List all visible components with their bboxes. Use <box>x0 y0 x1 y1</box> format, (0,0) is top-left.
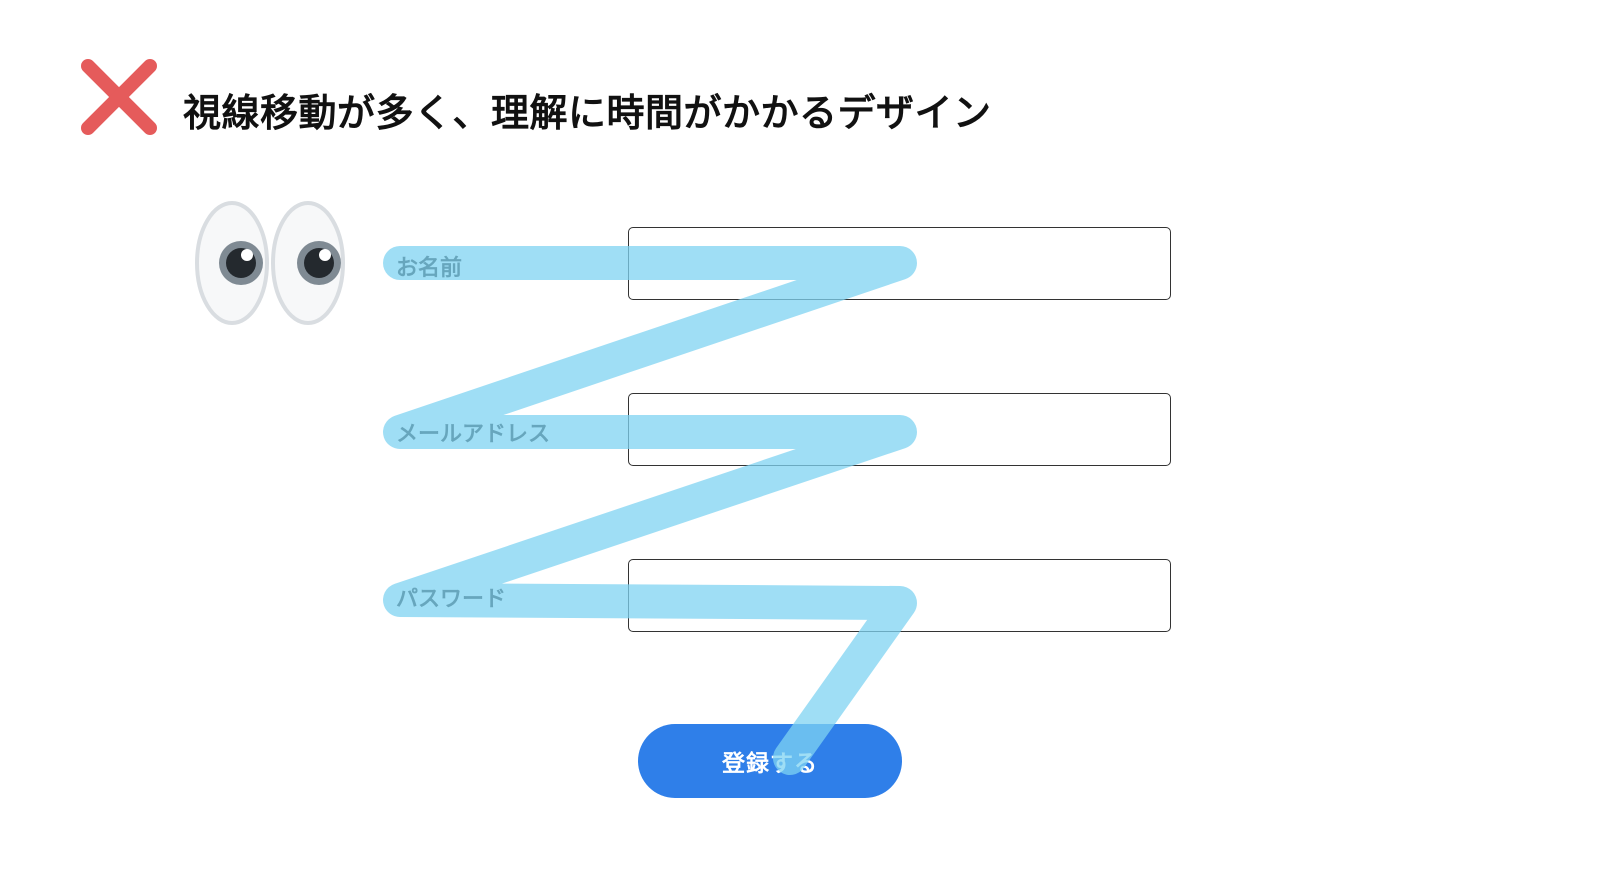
password-input[interactable] <box>628 559 1171 632</box>
email-label: メールアドレス <box>396 422 551 447</box>
password-label: パスワード <box>396 587 507 612</box>
eyes-icon <box>195 201 345 325</box>
page-title: 視線移動が多く、理解に時間がかかるデザイン <box>183 91 992 135</box>
name-label: お名前 <box>396 256 463 281</box>
email-input[interactable] <box>628 393 1171 466</box>
cross-icon <box>81 59 157 135</box>
name-input[interactable] <box>628 227 1171 300</box>
register-button[interactable]: 登録する <box>638 724 902 798</box>
